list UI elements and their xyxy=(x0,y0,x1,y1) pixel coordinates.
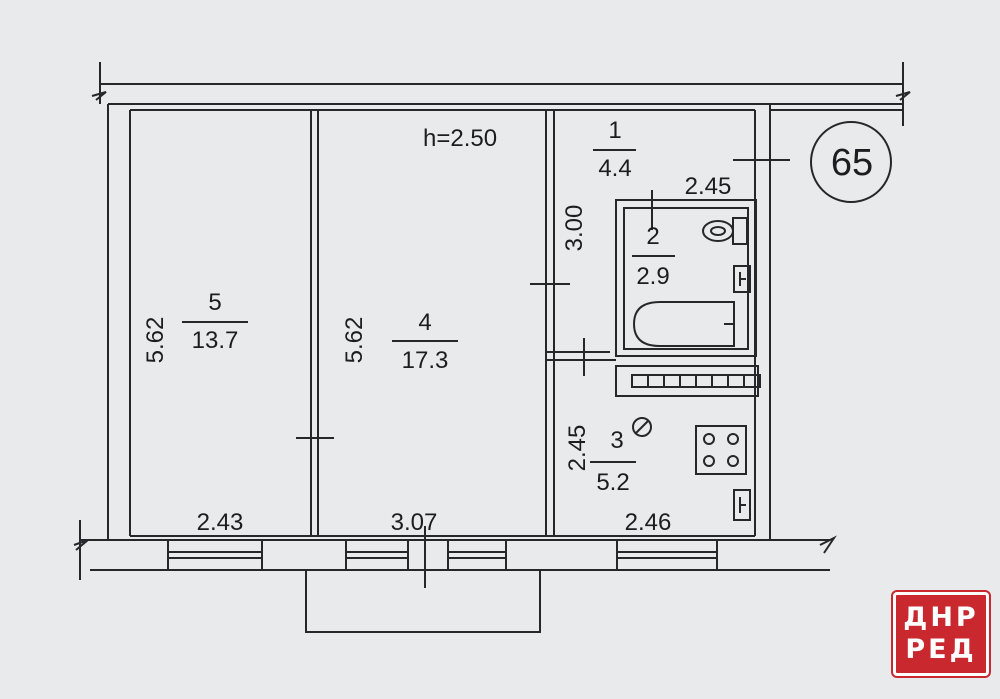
break-mark-bottom-right xyxy=(819,535,837,554)
ceiling-height: h=2.50 xyxy=(423,125,497,152)
bathtub xyxy=(632,301,735,347)
bathroom-outer xyxy=(615,199,757,357)
bathroom-tap xyxy=(739,272,746,286)
apartment-number-circle xyxy=(810,121,892,203)
window-room-4-left xyxy=(345,539,409,571)
watermark-line-2: РЕД xyxy=(905,634,977,665)
room-5-number: 5 xyxy=(208,289,221,316)
window-kitchen xyxy=(616,539,718,571)
toilet-bowl xyxy=(702,220,734,242)
room-2-area: 2.9 xyxy=(636,263,669,290)
burner-1 xyxy=(703,433,715,445)
hall-length-dimension: 3.00 xyxy=(561,205,588,252)
burner-3 xyxy=(703,455,715,467)
room-5-width-dimension: 2.43 xyxy=(197,509,244,536)
boiler-mark xyxy=(635,420,649,434)
break-mark-left xyxy=(91,91,107,101)
window-kitchen-panes xyxy=(617,551,717,559)
room-1-number: 1 xyxy=(608,117,621,144)
wall-left-stub xyxy=(79,539,100,580)
radiator-fins xyxy=(647,375,745,387)
kitchen-counter xyxy=(615,365,759,397)
room-4-area: 17.3 xyxy=(402,347,449,374)
toilet-tank xyxy=(732,217,748,245)
room-5-height-dimension: 5.62 xyxy=(142,317,169,364)
bathroom-inner xyxy=(623,207,749,350)
room-4-number: 4 xyxy=(418,309,431,336)
bathroom-sink xyxy=(733,265,751,293)
room-5-area: 13.7 xyxy=(192,327,239,354)
room-3-number: 3 xyxy=(610,427,623,454)
bathtub-tap xyxy=(724,314,735,334)
balcony xyxy=(305,569,541,633)
boiler xyxy=(632,417,652,437)
apartment-number: 65 xyxy=(831,142,873,184)
room-4-width-dimension: 3.07 xyxy=(391,509,438,536)
room-3-area: 5.2 xyxy=(596,469,629,496)
break-mark-right xyxy=(895,91,911,101)
window-room-4-right xyxy=(447,539,507,571)
toilet-seat xyxy=(710,226,726,236)
watermark-logo: ДНР РЕД xyxy=(891,590,991,678)
burner-4 xyxy=(727,455,739,467)
window-room-4-left-panes xyxy=(346,551,408,559)
kitchen-width-dimension: 2.46 xyxy=(625,509,672,536)
stove xyxy=(695,425,747,475)
kitchen-sink xyxy=(733,489,751,521)
window-room-5-panes xyxy=(168,551,262,559)
room-1-area: 4.4 xyxy=(598,155,631,182)
window-room-4-right-panes xyxy=(448,551,506,559)
watermark-line-1: ДНР xyxy=(903,602,979,633)
break-mark-bottom-left xyxy=(73,539,89,551)
room-2-number: 2 xyxy=(646,223,659,250)
kitchen-tap xyxy=(739,497,746,513)
room-4-height-dimension: 5.62 xyxy=(341,317,368,364)
burner-2 xyxy=(727,433,739,445)
bathroom-width-dimension: 2.45 xyxy=(685,173,732,200)
kitchen-height-dimension: 2.45 xyxy=(564,425,591,472)
window-room-5 xyxy=(167,539,263,571)
